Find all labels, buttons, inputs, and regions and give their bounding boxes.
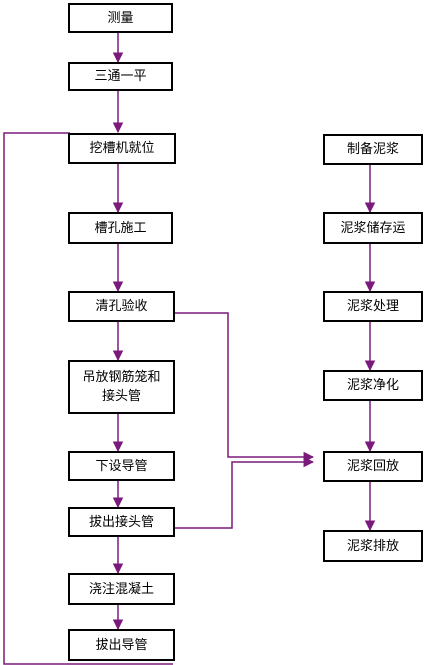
flow-step-slurry-purification: 泥浆净化 [323, 370, 423, 401]
loop-line-n10-n3 [3, 132, 173, 665]
flow-step-site-prep: 三通一平 [68, 62, 173, 91]
flow-step-prepare-slurry: 制备泥浆 [323, 134, 423, 165]
flow-step-pull-tremie: 拔出导管 [68, 629, 175, 661]
flow-step-slurry-return: 泥浆回放 [323, 451, 423, 482]
flow-step-trench-hole: 槽孔施工 [68, 212, 173, 244]
flow-step-trench-machine: 挖槽机就位 [68, 133, 176, 164]
flow-step-rebar-cage: 吊放钢筋笼和 接头管 [68, 360, 175, 414]
connector-n5-r5 [175, 312, 315, 463]
flow-step-slurry-storage: 泥浆储存运 [323, 212, 423, 244]
flow-step-slurry-discharge: 泥浆排放 [323, 530, 423, 562]
flow-step-survey: 测量 [68, 3, 173, 33]
flow-step-pull-joint-pipe: 拔出接头管 [68, 507, 175, 537]
connector-n8-r5 [175, 456, 315, 529]
flow-step-pour-concrete: 浇注混凝土 [68, 573, 175, 605]
flow-step-hole-cleaning: 清孔验收 [68, 291, 175, 322]
flow-step-slurry-treatment: 泥浆处理 [323, 291, 423, 322]
flow-step-tremie-install: 下设导管 [68, 451, 175, 481]
